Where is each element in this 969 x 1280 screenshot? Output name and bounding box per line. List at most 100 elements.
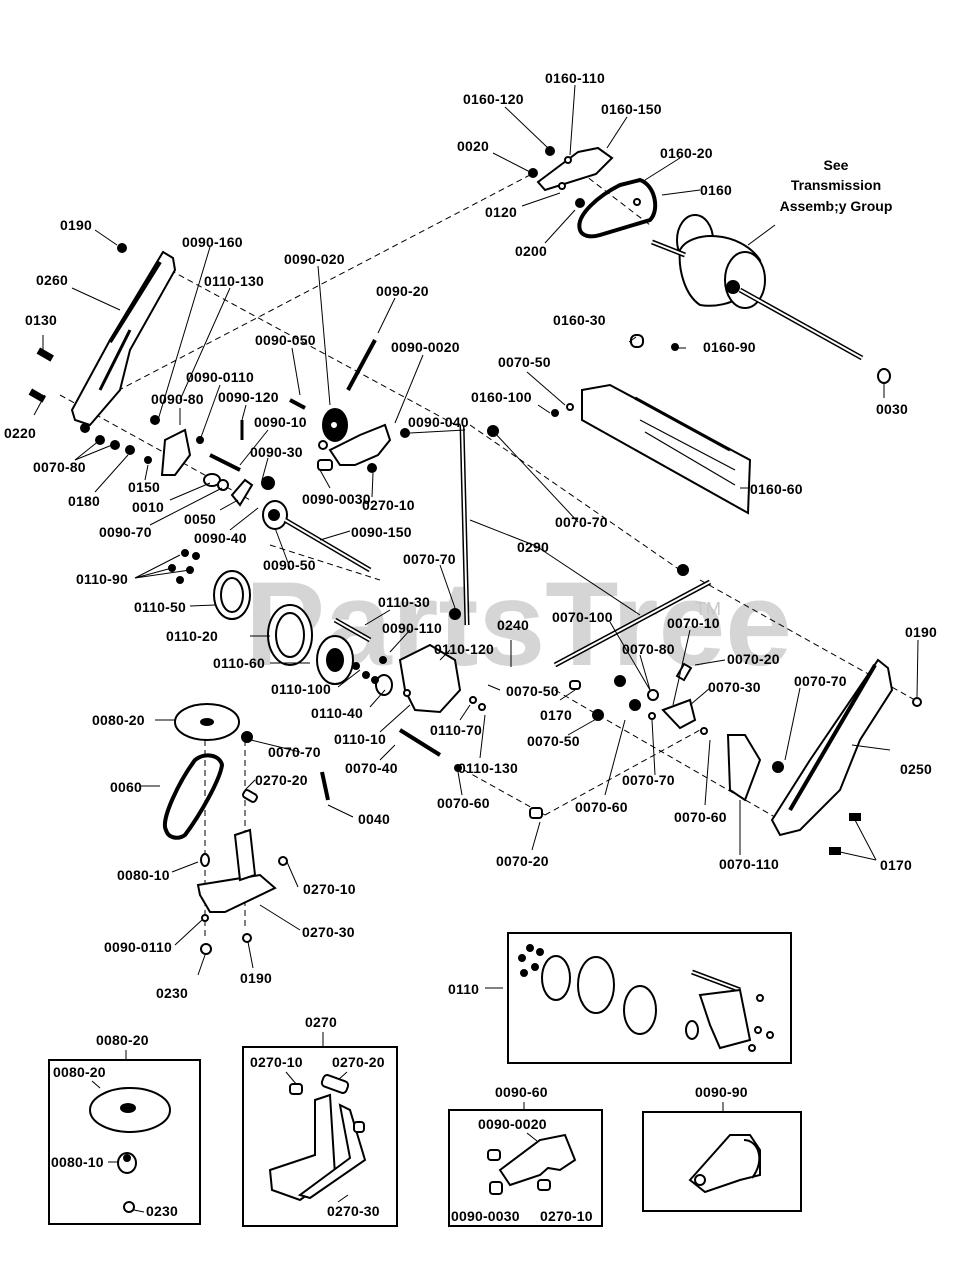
part-label[interactable]: 0130 xyxy=(25,312,57,328)
part-label[interactable]: 0070-70 xyxy=(555,514,608,530)
part-label[interactable]: 0090-0110 xyxy=(186,369,254,385)
part-label[interactable]: 0070-70 xyxy=(268,744,321,760)
part-label[interactable]: 0070-50 xyxy=(498,354,551,370)
inset-0090-60[interactable]: 0090-60 0090-0020 0090-0030 0270-10 xyxy=(448,1084,603,1227)
part-label[interactable]: 0180 xyxy=(68,493,100,509)
part-label[interactable]: 0090-0020 xyxy=(391,339,460,355)
part-label[interactable]: 0240 xyxy=(497,617,529,633)
idler-bracket-assembly xyxy=(528,146,614,208)
part-label[interactable]: 0110-20 xyxy=(166,628,218,644)
part-label[interactable]: 0190 xyxy=(60,217,92,233)
drive-belt-top xyxy=(577,177,658,239)
part-label[interactable]: 0160-90 xyxy=(703,339,756,355)
part-label[interactable]: 0120 xyxy=(485,204,517,220)
part-label[interactable]: 0110-120 xyxy=(434,641,494,657)
part-label[interactable]: 0090-020 xyxy=(284,251,345,267)
part-label[interactable]: 0070-100 xyxy=(552,609,613,625)
part-label[interactable]: 0250 xyxy=(900,761,932,777)
part-label[interactable]: 0190 xyxy=(905,624,937,640)
part-label[interactable]: 0230 xyxy=(156,985,188,1001)
part-label[interactable]: 0090-80 xyxy=(151,391,204,407)
inset-0110[interactable] xyxy=(507,932,792,1064)
inset-0090-90[interactable]: 0090-90 xyxy=(642,1084,802,1212)
part-label[interactable]: 0050 xyxy=(184,511,216,527)
part-label[interactable]: 0190 xyxy=(240,970,272,986)
part-label[interactable]: 0110-30 xyxy=(378,594,430,610)
part-label[interactable]: 0160-110 xyxy=(545,70,605,86)
part-label[interactable]: 0150 xyxy=(128,479,160,495)
part-label[interactable]: 0290 xyxy=(517,539,549,555)
clutch-parts xyxy=(80,339,410,573)
inset-0270[interactable]: 0270 0270-10 0270-20 0270-30 xyxy=(242,1014,398,1227)
part-label[interactable]: 0090-050 xyxy=(255,332,316,348)
part-label[interactable]: 0160-20 xyxy=(660,145,713,161)
part-label[interactable]: 0020 xyxy=(457,138,489,154)
part-label[interactable]: 0070-50 xyxy=(506,683,559,699)
part-label[interactable]: 0170 xyxy=(540,707,572,723)
part-label[interactable]: 0090-120 xyxy=(218,389,279,405)
part-label[interactable]: 0090-110 xyxy=(382,620,442,636)
hub-assembly xyxy=(168,549,486,772)
part-label[interactable]: 0260 xyxy=(36,272,68,288)
part-label[interactable]: 0070-60 xyxy=(437,795,490,811)
part-label[interactable]: 0090-10 xyxy=(254,414,307,430)
part-label[interactable]: 0090-70 xyxy=(99,524,152,540)
part-label[interactable]: 0160-100 xyxy=(471,389,532,405)
part-label[interactable]: 0070-20 xyxy=(496,853,549,869)
part-label[interactable]: 0070-80 xyxy=(33,459,86,475)
part-label[interactable]: 0200 xyxy=(515,243,547,259)
part-label[interactable]: 0090-0030 xyxy=(302,491,371,507)
part-label[interactable]: 0170 xyxy=(880,857,912,873)
part-label[interactable]: 0160-60 xyxy=(750,481,803,497)
part-label[interactable]: 0090-0110 xyxy=(104,939,172,955)
inset-label: 0080-10 xyxy=(51,1154,104,1170)
part-label[interactable]: 0110-100 xyxy=(271,681,331,697)
part-label[interactable]: 0070-70 xyxy=(403,551,456,567)
part-label[interactable]: 0270-20 xyxy=(255,772,308,788)
part-label[interactable]: 0070-20 xyxy=(727,651,780,667)
part-label[interactable]: 0080-20 xyxy=(92,712,145,728)
part-label[interactable]: 0220 xyxy=(4,425,36,441)
part-label[interactable]: 0090-30 xyxy=(250,444,303,460)
part-label[interactable]: 0090-150 xyxy=(351,524,412,540)
part-label[interactable]: 0070-60 xyxy=(674,809,727,825)
part-label[interactable]: 0110-130 xyxy=(458,760,518,776)
part-label[interactable]: 0070-40 xyxy=(345,760,398,776)
part-label[interactable]: 0010 xyxy=(132,499,164,515)
part-label[interactable]: 0080-10 xyxy=(117,867,170,883)
part-label[interactable]: 0070-10 xyxy=(667,615,720,631)
part-label[interactable]: 0160-150 xyxy=(601,101,662,117)
part-label[interactable]: 0090-20 xyxy=(376,283,429,299)
part-label[interactable]: 0160-30 xyxy=(553,312,606,328)
part-label[interactable]: 0270-10 xyxy=(362,497,415,513)
part-label[interactable]: 0110-40 xyxy=(311,705,363,721)
part-label[interactable]: 0110 xyxy=(448,981,479,997)
part-label[interactable]: 0110-60 xyxy=(213,655,265,671)
part-label[interactable]: 0070-60 xyxy=(575,799,628,815)
part-label[interactable]: 0060 xyxy=(110,779,142,795)
part-label[interactable]: 0110-50 xyxy=(134,599,186,615)
inset-0080-20[interactable]: 0080-20 0080-20 0080-10 0230 xyxy=(48,1032,201,1225)
part-label[interactable]: 0160-120 xyxy=(463,91,524,107)
part-label[interactable]: 0070-70 xyxy=(622,772,675,788)
part-label[interactable]: 0110-10 xyxy=(334,731,386,747)
part-label[interactable]: 0070-30 xyxy=(708,679,761,695)
part-label[interactable]: 0070-80 xyxy=(622,641,675,657)
part-label[interactable]: 0030 xyxy=(876,401,908,417)
part-label[interactable]: 0110-90 xyxy=(76,571,128,587)
part-label[interactable]: 0270-30 xyxy=(302,924,355,940)
part-label[interactable]: 0110-130 xyxy=(204,273,264,289)
part-label[interactable]: 0090-160 xyxy=(182,234,243,250)
part-label[interactable]: 0090-50 xyxy=(263,557,316,573)
part-label[interactable]: 0070-110 xyxy=(719,856,779,872)
part-label[interactable]: 0090-040 xyxy=(408,414,469,430)
part-label[interactable]: 0090-40 xyxy=(194,530,247,546)
shield-0160-60 xyxy=(581,383,752,515)
part-label[interactable]: 0160 xyxy=(700,182,732,198)
part-label[interactable]: 0070-50 xyxy=(527,733,580,749)
part-label[interactable]: 0270-10 xyxy=(303,881,356,897)
part-label[interactable]: 0040 xyxy=(358,811,390,827)
part-label[interactable]: 0110-70 xyxy=(430,722,482,738)
part-label[interactable]: 0070-70 xyxy=(794,673,847,689)
